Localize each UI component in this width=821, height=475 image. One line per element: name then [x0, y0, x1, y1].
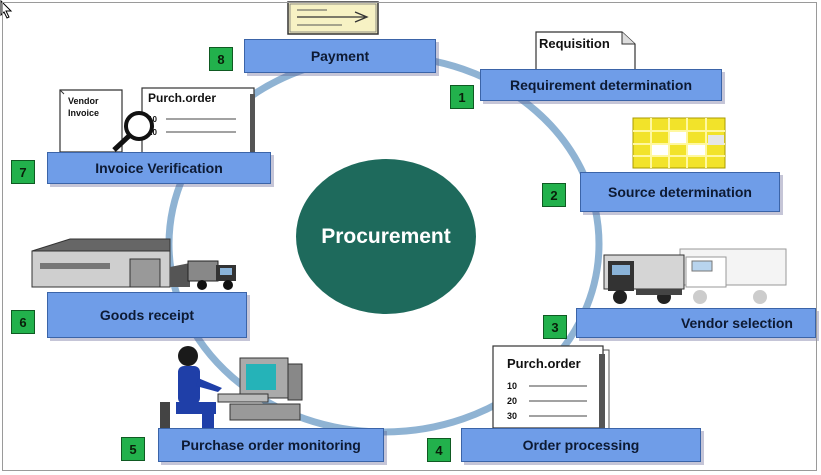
step-number-4: 4 [427, 438, 451, 462]
step-number-7: 7 [11, 160, 35, 184]
step-label-8: Payment [310, 48, 370, 64]
step-number-1: 1 [450, 85, 474, 109]
step-label-1: Requirement determination [509, 77, 693, 93]
purch-order-line-30: 30 [507, 411, 517, 421]
step-box-vendor-selection: Vendor selection [576, 308, 816, 338]
procurement-center: Procurement [296, 159, 476, 314]
check-icon [287, 1, 379, 35]
step-box-source-determination: Source determination [580, 172, 780, 212]
step-number-5: 5 [121, 437, 145, 461]
purch-order-line-20: 20 [507, 396, 517, 406]
step-number-6: 6 [11, 310, 35, 334]
trucks-icon [603, 248, 787, 304]
step-box-requirement-determination: Requirement determination [480, 69, 722, 101]
step-box-order-processing: Order processing [461, 428, 701, 462]
vendor-invoice-line-1: Vendor [68, 96, 99, 106]
vendor-invoice-line-2: Invoice [68, 108, 99, 118]
step-number-3: 3 [543, 315, 567, 339]
step-label-6: Goods receipt [99, 307, 195, 323]
step-label-4: Order processing [522, 437, 640, 453]
step-box-invoice-verification: Invoice Verification [47, 152, 271, 184]
invoice-magnifier-icon: Vendor Invoice Purch.order 10 20 [59, 87, 255, 155]
step-label-7: Invoice Verification [95, 160, 223, 176]
computer-user-icon [160, 346, 303, 432]
purch-order-title: Purch.order [507, 356, 581, 371]
warehouse-icon [31, 238, 236, 290]
purch-order-line-10: 10 [507, 381, 517, 391]
grid-icon [632, 117, 726, 169]
step-box-purchase-order-monitoring: Purchase order monitoring [158, 428, 384, 462]
center-label: Procurement [321, 224, 451, 248]
step-label-3: Vendor selection [680, 315, 793, 331]
step-box-goods-receipt: Goods receipt [47, 292, 247, 338]
invoice-purch-order-line-10: 10 [148, 115, 157, 124]
step-label-2: Source determination [608, 184, 752, 200]
cursor-icon [0, 0, 13, 19]
step-number-2: 2 [542, 183, 566, 207]
step-box-payment: Payment [244, 39, 436, 73]
step-label-5: Purchase order monitoring [181, 437, 361, 453]
requisition-icon: Requisition [535, 31, 636, 72]
invoice-purch-order-line-20: 20 [148, 128, 157, 137]
purchase-order-icon: Purch.order 10 20 30 [492, 345, 610, 430]
requisition-label: Requisition [539, 36, 610, 51]
step-number-8: 8 [209, 47, 233, 71]
invoice-purch-order-title: Purch.order [148, 91, 216, 105]
